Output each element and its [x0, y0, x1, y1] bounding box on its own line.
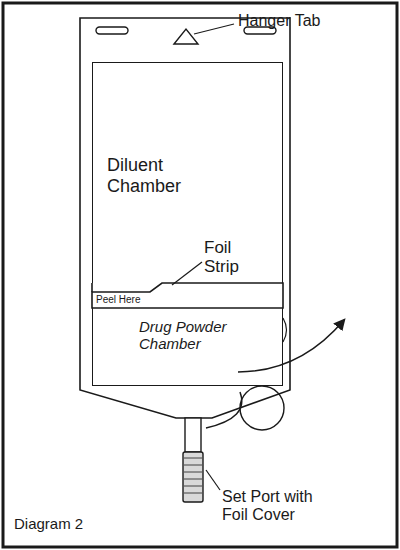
- diluent-chamber: Diluent Chamber: [92, 62, 283, 283]
- part-label: Hanger Tab: [238, 12, 358, 30]
- leader-line: [194, 24, 234, 34]
- part-label: Foil Strip: [204, 238, 264, 276]
- part-label: Set Port with Foil Cover: [222, 488, 332, 524]
- peel-label: Peel Here: [96, 294, 150, 305]
- peel-arrow: [238, 320, 344, 372]
- chamber-edge: [91, 283, 93, 292]
- hanger-slot: [96, 27, 128, 34]
- hanger-tab: [174, 29, 198, 44]
- tube: [206, 392, 242, 428]
- leader-line: [172, 262, 202, 285]
- foil-strip: [92, 283, 283, 308]
- chamber-notch: [283, 318, 287, 342]
- caption: Diagram 2: [14, 516, 83, 533]
- chamber-label: Drug Powder Chamber: [139, 318, 259, 353]
- powder-chamber: Drug Powder Chamber: [92, 308, 283, 386]
- leader-line: [206, 470, 220, 490]
- bag-outline: [80, 18, 290, 418]
- cap-ridges: [184, 458, 202, 493]
- set-port: [185, 418, 201, 452]
- foil-cover: [183, 452, 203, 502]
- tube-loop: [240, 386, 284, 430]
- frame: [3, 3, 397, 547]
- chamber-label: Diluent Chamber: [107, 155, 207, 196]
